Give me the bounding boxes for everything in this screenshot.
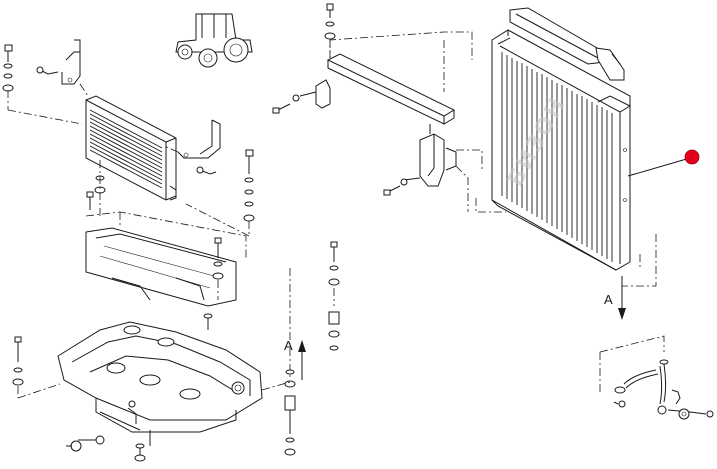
oil-cooler-bracket [163,119,221,175]
shroud-bolts [203,237,224,330]
radiator-core [491,7,631,271]
radiator-fins [501,52,613,262]
upper-support-rail [272,53,456,134]
oil-cooler [85,95,177,201]
flow-arrow-center: A [284,338,306,380]
center-bolt-stack [185,149,255,237]
radiator-leader-lines [475,198,657,287]
left-bolt-stack [2,44,83,125]
flow-arrow-label-center: A [284,338,293,353]
drain-hose-detail [599,335,714,420]
radiator-mount-bracket [383,133,457,196]
top-center-bolt-stack [324,3,336,58]
lower-left-bolt-stack [12,336,61,399]
flow-arrow-label-right: A [604,292,613,307]
tractor-icon [175,13,253,68]
leader-lines-top [329,31,483,212]
shroud-frame [85,211,247,307]
right-center-stack [261,241,340,456]
radiator-hotspot-marker[interactable] [627,149,700,177]
lower-housing [57,321,263,462]
oil-cooler-fins [89,109,163,189]
bracket-top-left [36,39,89,97]
left-washer-stack [86,160,106,216]
flow-arrow-right: A [604,276,626,320]
